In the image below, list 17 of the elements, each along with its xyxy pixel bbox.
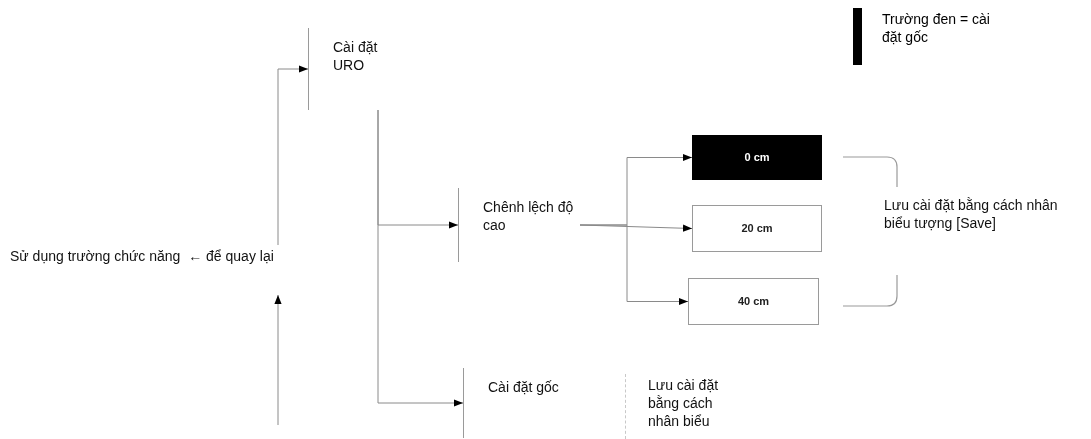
node-text: 20 cm xyxy=(741,221,773,236)
node-text: Cài đặt gốc xyxy=(488,378,560,397)
node-text: Sử dụng trường chức năng ← để quay lại xyxy=(10,247,275,266)
node-text: 40 cm xyxy=(737,294,770,309)
node-text: Lưu cài đặt bằng cách nhân biểu xyxy=(648,376,720,431)
node-text: Cài đặt URO xyxy=(333,38,379,75)
arrow xyxy=(274,294,282,426)
option-box xyxy=(692,135,822,180)
node-text: Chênh lệch độ cao xyxy=(483,198,575,235)
arrow xyxy=(277,65,309,246)
arrow xyxy=(377,109,464,407)
legend-text: Trường đen = cài đặt gốc xyxy=(882,10,991,47)
arrow xyxy=(579,224,689,306)
node-text: 0 cm xyxy=(744,150,770,165)
option-box xyxy=(688,278,819,325)
node-text: Lưu cài đặt bằng cách nhân biểu tượng [Save] xyxy=(884,196,1059,233)
option-box xyxy=(692,205,822,252)
